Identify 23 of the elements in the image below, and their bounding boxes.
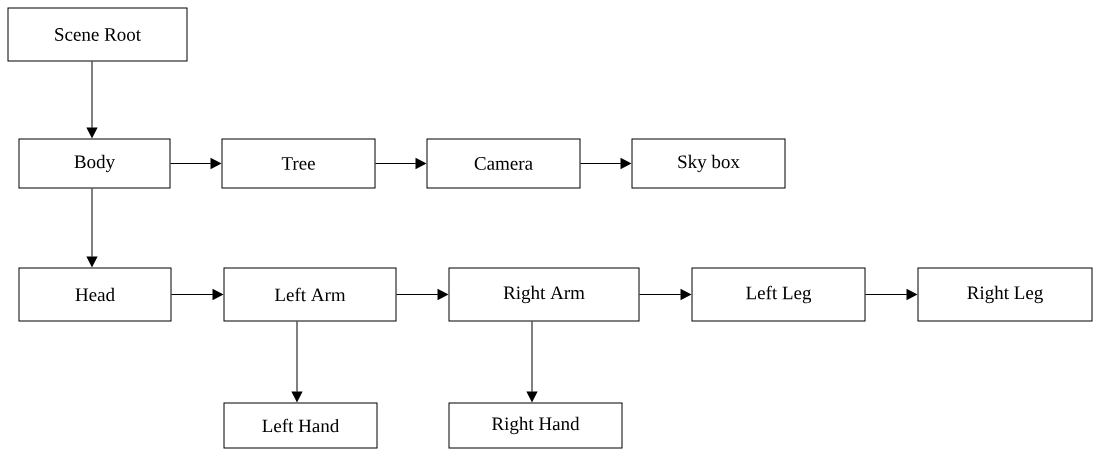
arrow [291, 321, 303, 402]
arrow [396, 289, 448, 300]
process-box: Head [18, 267, 172, 322]
process-box: Scene Root [7, 7, 188, 62]
process-box: Camera [426, 138, 581, 189]
arrow [86, 188, 98, 267]
process-box: Left Arm [223, 267, 397, 322]
process-box: Right Arm [448, 267, 640, 322]
process-box: Left Leg [691, 267, 866, 322]
arrow [375, 158, 426, 169]
arrow [639, 289, 691, 300]
process-box: Tree [221, 138, 376, 189]
arrow [865, 289, 917, 300]
process-box: Sky box [631, 138, 786, 189]
arrow [170, 158, 221, 169]
arrow [526, 321, 538, 402]
arrow [86, 61, 98, 138]
arrow [580, 158, 631, 169]
process-box: Body [18, 138, 171, 189]
process-box: Right Leg [917, 267, 1093, 322]
process-box: Left Hand [223, 402, 378, 449]
process-box: Right Hand [448, 402, 623, 449]
arrow [171, 289, 223, 300]
